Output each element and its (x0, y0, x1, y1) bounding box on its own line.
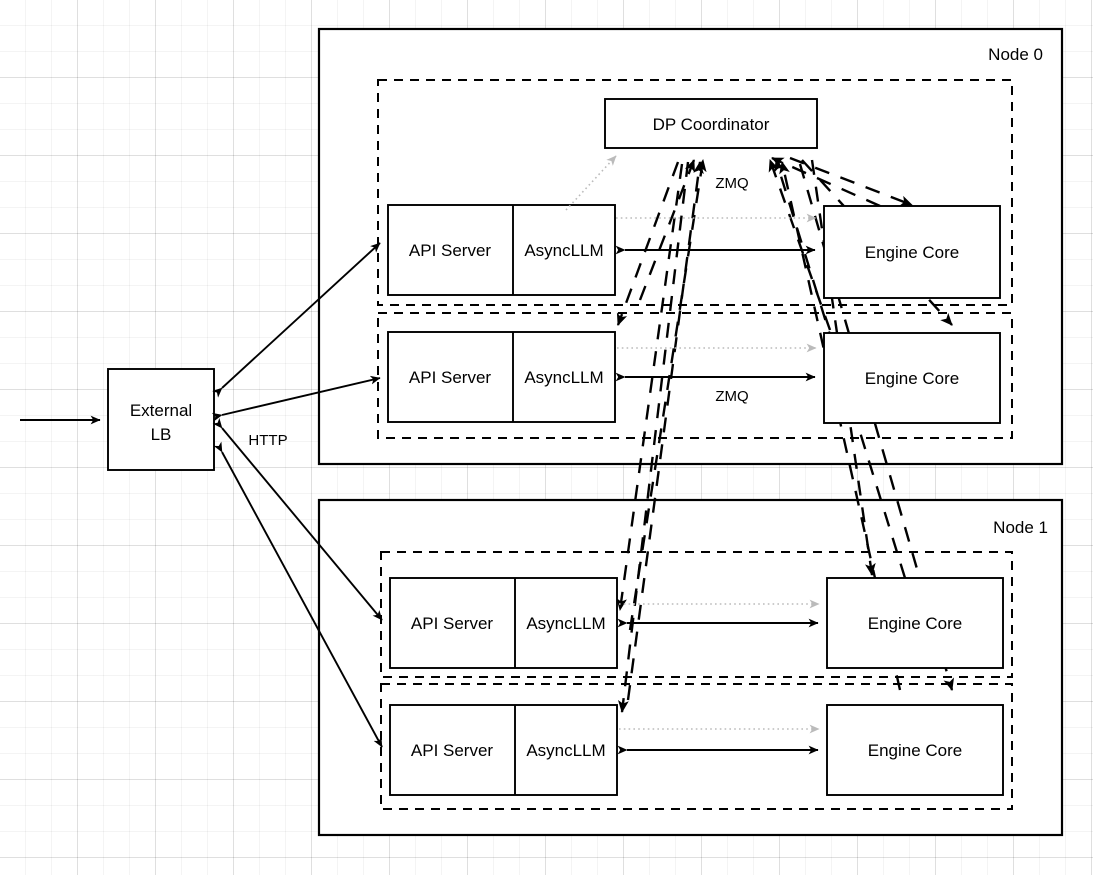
zmq-label-row2: ZMQ (715, 388, 748, 405)
api-server-label-n1r0: API Server (411, 614, 494, 633)
external-lb-label-line2: LB (151, 425, 172, 444)
lb-link-n0r1 (211, 375, 381, 422)
api-server-box-n1r1[interactable] (389, 704, 618, 796)
node-1-replica-1: API Server AsyncLLM Engine Core (389, 704, 1004, 796)
engine-core-box-n1r0[interactable] (826, 577, 1004, 669)
external-lb-box[interactable]: External LB (107, 368, 215, 471)
engine-core-label-n1r0: Engine Core (868, 614, 963, 633)
engine-core-label-n0r1: Engine Core (865, 369, 960, 388)
node-0-label: Node 0 (988, 45, 1043, 64)
node-1-replica-0-group (380, 551, 1013, 678)
async-llm-label-n0r1: AsyncLLM (524, 368, 603, 387)
async-llm-label-n1r1: AsyncLLM (526, 741, 605, 760)
engine-core-box-n0r1[interactable] (823, 332, 1001, 424)
engine-core-box-n0r0[interactable] (823, 205, 1001, 299)
engine-core-box-n1r1[interactable] (826, 704, 1004, 796)
http-label: HTTP (248, 432, 287, 449)
api-server-label-n1r1: API Server (411, 741, 494, 760)
node-0-replica-0: API Server AsyncLLM Engine Core (387, 204, 1001, 299)
zmq-label-top: ZMQ (715, 175, 748, 192)
lb-link-n1r1 (213, 441, 383, 748)
node-0-replica-1: API Server AsyncLLM Engine Core ZMQ (387, 331, 1001, 424)
lb-to-api-server-links (211, 242, 383, 748)
async-llm-label-n0r0: AsyncLLM (524, 241, 603, 260)
node-0-replica-1-group (377, 312, 1013, 439)
api-server-label-n0r0: API Server (409, 241, 492, 260)
lb-link-n0r0 (212, 242, 381, 398)
dp-coordinator-label: DP Coordinator (653, 115, 770, 134)
node-0-replica-0-group (377, 79, 1013, 306)
external-lb-label-line1: External (130, 401, 192, 420)
node-1-replica-1-group (380, 683, 1013, 810)
engine-core-label-n1r1: Engine Core (868, 741, 963, 760)
async-llm-label-n1r0: AsyncLLM (526, 614, 605, 633)
api-server-box-n0r1[interactable] (387, 331, 616, 423)
dp-coordinator-box[interactable]: DP Coordinator (604, 98, 818, 149)
api-server-label-n0r1: API Server (409, 368, 492, 387)
engine-core-label-n0r0: Engine Core (865, 243, 960, 262)
node-1-label: Node 1 (993, 518, 1048, 537)
api-server-box-n0r0[interactable] (387, 204, 616, 296)
node-1-replica-0: API Server AsyncLLM Engine Core (389, 577, 1004, 669)
api-server-box-n1r0[interactable] (389, 577, 618, 669)
